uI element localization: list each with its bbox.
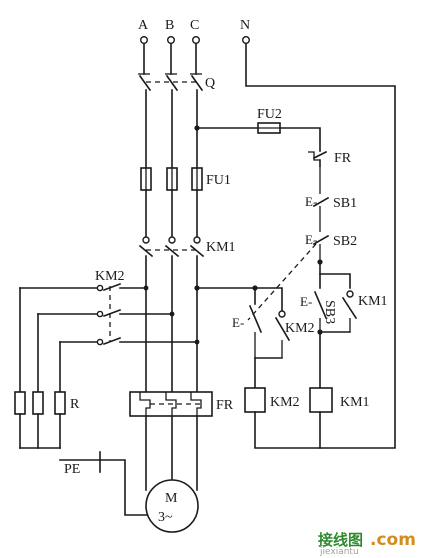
breaker-q: Q — [138, 43, 215, 92]
resistors-r: R — [14, 287, 80, 449]
motor: M 3~ — [145, 479, 199, 533]
phase-b-label: B — [165, 18, 174, 33]
fu2-label: FU2 — [257, 107, 282, 122]
watermark-com: .com — [370, 530, 416, 550]
sb1-mark: E- — [305, 194, 317, 209]
phase-c-label: C — [190, 18, 199, 33]
km1-coil: KM1 — [309, 387, 370, 413]
ctrl-wire-km2-aux — [254, 287, 283, 311]
watermark-cn: 接线图 — [318, 531, 363, 549]
protective-earth: PE — [59, 451, 151, 516]
neutral-label: N — [240, 18, 250, 33]
km2-aux-contact: KM2 — [274, 310, 315, 358]
watermark-pinyin: jiexiantu — [319, 547, 359, 557]
sb2-label: SB2 — [333, 234, 357, 249]
km2-main-contacts: KM2 — [19, 269, 200, 346]
sb2-forward-button: E- SB2 — [305, 232, 357, 262]
breaker-label: Q — [205, 76, 215, 91]
sb3-reverse-button: E- SB3 — [300, 290, 337, 332]
phase-a-label: A — [138, 18, 149, 33]
km2-aux-label: KM2 — [285, 321, 315, 336]
terminal-c — [191, 36, 200, 45]
terminal-b — [166, 36, 175, 45]
sb1-label: SB1 — [333, 196, 357, 211]
fuse-fu1: FU1 — [140, 167, 231, 191]
km1-coil-label: KM1 — [340, 395, 370, 410]
ctrl-wire-top — [279, 127, 321, 151]
km2-coil-label: KM2 — [270, 395, 300, 410]
terminal-a — [139, 36, 148, 45]
fuse-fu2: FU2 — [257, 107, 282, 134]
sb1-stop-button: E- SB1 — [305, 194, 357, 232]
motor-type-label: 3~ — [158, 510, 173, 525]
sb2-interlock-link — [247, 243, 317, 321]
km1-aux-contact: KM1 — [341, 290, 388, 332]
ctrl-wire-km1-aux-top — [319, 273, 351, 289]
fr-contact: FR — [308, 150, 352, 194]
km1-main-label: KM1 — [206, 240, 236, 255]
fu1-label: FU1 — [206, 173, 231, 188]
sb3-label: SB3 — [322, 300, 337, 324]
fr-label: FR — [216, 398, 234, 413]
fr-contact-label: FR — [334, 151, 352, 166]
resistor-label: R — [70, 397, 80, 412]
watermark: 接线图 .com jiexiantu — [318, 530, 416, 557]
km1-aux-label: KM1 — [358, 294, 388, 309]
km2-button: E- — [232, 304, 263, 358]
km2-main-label: KM2 — [95, 269, 125, 284]
ctrl-return-wire — [254, 411, 321, 449]
pe-label: PE — [64, 462, 80, 477]
supply-terminals: A B C N — [138, 18, 250, 45]
km2-btn-mark: E- — [232, 315, 244, 330]
motor-label: M — [165, 491, 178, 506]
thermal-relay-fr: FR — [129, 391, 234, 417]
km1-main-contacts: KM1 — [138, 236, 236, 258]
neutral-wire — [245, 43, 396, 449]
terminal-n — [241, 36, 250, 45]
km2-coil: KM2 — [244, 387, 300, 413]
sb3-mark: E- — [300, 294, 312, 309]
